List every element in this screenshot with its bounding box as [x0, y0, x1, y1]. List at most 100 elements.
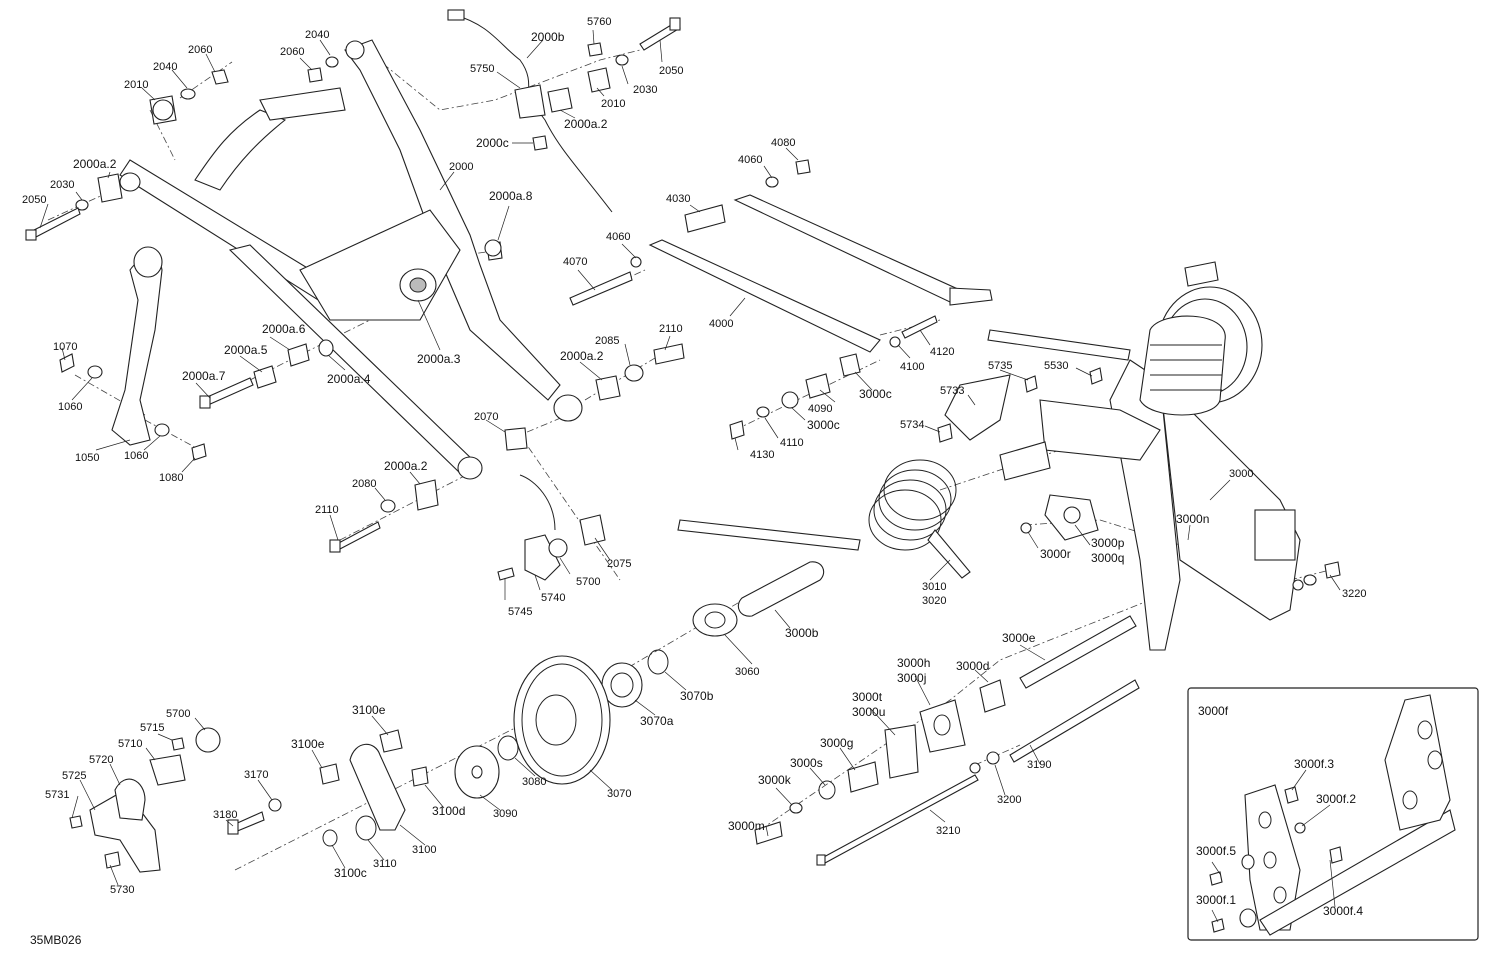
label-3000f-1: 3000f.1 — [1196, 893, 1236, 907]
label-3100e: 3100e — [291, 737, 325, 751]
label-2050: 2050 — [659, 65, 683, 77]
left-hardware — [199, 239, 685, 409]
label-4060: 4060 — [738, 154, 762, 166]
label-3200: 3200 — [997, 794, 1021, 806]
label-3000c: 3000c — [807, 418, 840, 432]
label-5715: 5715 — [140, 722, 164, 734]
label-2000b: 2000b — [531, 30, 565, 44]
label-3180: 3180 — [213, 809, 237, 821]
lower-arm-hardware — [329, 427, 606, 581]
label-3070a: 3070a — [640, 714, 674, 728]
label-5731: 5731 — [45, 789, 69, 801]
label-3000f-5: 3000f.5 — [1196, 844, 1236, 858]
label-4110: 4110 — [780, 437, 804, 449]
label-4090: 4090 — [808, 403, 832, 415]
label-3000u: 3000u — [852, 705, 885, 719]
label-2040: 2040 — [153, 61, 177, 73]
label-2000a-2: 2000a.2 — [564, 117, 608, 131]
rear-axle-parts — [754, 615, 1140, 866]
label-2000a-3: 2000a.3 — [417, 352, 461, 366]
label-3010: 3010 — [922, 581, 946, 593]
label-3000e: 3000e — [1002, 631, 1036, 645]
label-2010: 2010 — [124, 79, 148, 91]
label-3070b: 3070b — [680, 689, 714, 703]
label-3190: 3190 — [1027, 759, 1051, 771]
label-3000b: 3000b — [785, 626, 819, 640]
label-5735: 5735 — [988, 360, 1012, 372]
label-4080: 4080 — [771, 137, 795, 149]
label-2000a-6: 2000a.6 — [262, 322, 306, 336]
label-3080: 3080 — [522, 776, 546, 788]
label-3020: 3020 — [922, 595, 946, 607]
label-3070: 3070 — [607, 788, 631, 800]
trailing-arm-3000 — [937, 261, 1341, 651]
axle-parts — [454, 561, 825, 799]
label-5530: 5530 — [1044, 360, 1068, 372]
label-2000a-2: 2000a.2 — [384, 459, 428, 473]
label-5740: 5740 — [541, 592, 565, 604]
top-hardware — [25, 17, 681, 261]
label-1070: 1070 — [53, 341, 77, 353]
label-3000q: 3000q — [1091, 551, 1124, 565]
label-2075: 2075 — [607, 558, 631, 570]
label-2080: 2080 — [352, 478, 376, 490]
sensor-assembly-5700 — [69, 727, 221, 873]
label-3000f-2: 3000f.2 — [1316, 792, 1356, 806]
label-3090: 3090 — [493, 808, 517, 820]
label-2110: 2110 — [659, 323, 683, 335]
label-4060: 4060 — [606, 231, 630, 243]
label-5725: 5725 — [62, 770, 86, 782]
label-2030: 2030 — [633, 84, 657, 96]
label-2060: 2060 — [280, 46, 304, 58]
label-3220: 3220 — [1342, 588, 1366, 600]
label-3000: 3000 — [1229, 468, 1253, 480]
label-3100e: 3100e — [352, 703, 386, 717]
sensor-cable-2000b — [447, 9, 613, 213]
label-2000a-2: 2000a.2 — [560, 349, 604, 363]
label-3000n: 3000n — [1176, 512, 1209, 526]
spring-3010 — [677, 459, 971, 579]
label-3000m: 3000m — [728, 819, 765, 833]
label-4030: 4030 — [666, 193, 690, 205]
label-5750: 5750 — [470, 63, 494, 75]
label-2110: 2110 — [315, 504, 339, 516]
callout-labels: 2060 2040 2060 2040 2010 2000b 5760 5750… — [22, 16, 1366, 947]
label-5710: 5710 — [118, 738, 142, 750]
label-3000f-3: 3000f.3 — [1294, 757, 1334, 771]
label-2050: 2050 — [22, 194, 46, 206]
label-5734: 5734 — [900, 419, 924, 431]
label-2030: 2030 — [50, 179, 74, 191]
label-5733: 5733 — [940, 385, 964, 397]
label-3000d: 3000d — [956, 659, 989, 673]
label-3000s: 3000s — [790, 756, 823, 770]
pedal-1050 — [59, 246, 207, 461]
label-5700: 5700 — [166, 708, 190, 720]
label-2040: 2040 — [305, 29, 329, 41]
upper-a-arm — [119, 39, 583, 480]
leader-lines — [39, 29, 1341, 923]
diagram-code: 35MB026 — [30, 933, 82, 947]
label-2000c: 2000c — [476, 136, 509, 150]
label-3000f-4: 3000f.4 — [1323, 904, 1363, 918]
label-2000a-4: 2000a.4 — [327, 372, 371, 386]
label-5700: 5700 — [576, 576, 600, 588]
label-3000c: 3000c — [859, 387, 892, 401]
label-3000p: 3000p — [1091, 536, 1125, 550]
label-4120: 4120 — [930, 346, 954, 358]
label-2070: 2070 — [474, 411, 498, 423]
label-2000: 2000 — [449, 161, 473, 173]
label-2060: 2060 — [188, 44, 212, 56]
label-1060: 1060 — [58, 401, 82, 413]
label-3000j: 3000j — [897, 671, 926, 685]
label-2010: 2010 — [601, 98, 625, 110]
label-5720: 5720 — [89, 754, 113, 766]
swing-arm-3100 — [227, 729, 429, 847]
label-5730: 5730 — [110, 884, 134, 896]
label-3060: 3060 — [735, 666, 759, 678]
label-3100: 3100 — [412, 844, 436, 856]
label-3110: 3110 — [373, 858, 397, 870]
label-2000a-8: 2000a.8 — [489, 189, 533, 203]
label-3000t: 3000t — [852, 690, 883, 704]
label-3100d: 3100d — [432, 804, 465, 818]
